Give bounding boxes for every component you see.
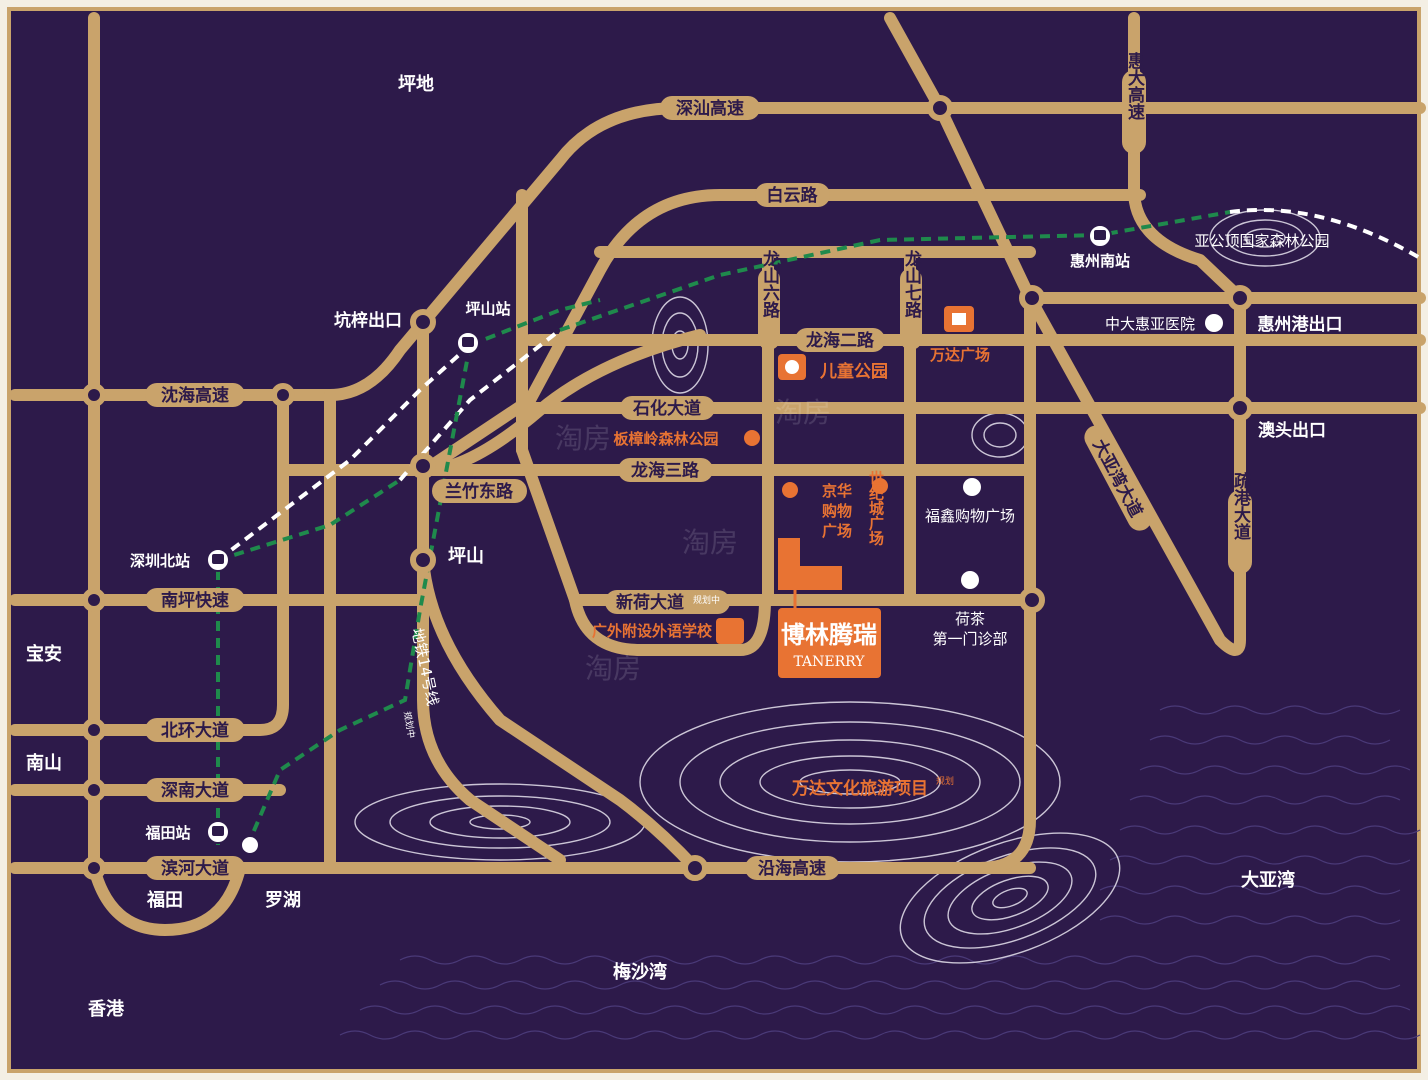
station-huizhounan: 惠州南站 bbox=[1070, 252, 1130, 270]
exit-aotou: 澳头出口 bbox=[1258, 420, 1326, 441]
project-name-en: TANERRY bbox=[793, 654, 865, 670]
road-label-huida: 惠大高速 bbox=[1124, 51, 1145, 120]
poi-banzhangling: 板樟岭森林公园 bbox=[613, 430, 718, 448]
points-of-interest: 万达广场 儿童公园 板樟岭森林公园 京华购物广场 世纪城广场 福鑫购物广场 荷茶… bbox=[592, 232, 1330, 799]
road-label-shenhai: 沈海高速 bbox=[161, 385, 229, 406]
svg-text:淘房: 淘房 bbox=[775, 396, 831, 429]
road-label-longhai3: 龙海三路 bbox=[630, 460, 700, 481]
road-label-shenshan: 深汕高速 bbox=[676, 98, 744, 119]
road-label-yanhai: 沿海高速 bbox=[758, 858, 826, 879]
place-meishawan: 梅沙湾 bbox=[613, 961, 667, 983]
road-label-baiyun: 白云路 bbox=[767, 185, 819, 206]
poi-clinic: 荷茶第一门诊部 bbox=[932, 610, 1007, 648]
place-baoan: 宝安 bbox=[26, 643, 62, 665]
poi-zhongda-hospital: 中大惠亚医院 bbox=[1105, 315, 1195, 333]
place-pingshan: 坪山 bbox=[448, 546, 484, 567]
place-names: 坪地 宝安 南山 福田 罗湖 香港 梅沙湾 大亚湾 坪山 bbox=[26, 73, 1295, 1020]
road-label-binhe: 滨河大道 bbox=[161, 858, 229, 879]
station-futian: 福田站 bbox=[144, 824, 190, 842]
sea-waves bbox=[339, 705, 1421, 1040]
place-nanshan: 南山 bbox=[26, 752, 62, 774]
svg-text:淘房: 淘房 bbox=[555, 422, 611, 455]
svg-text:淘房: 淘房 bbox=[682, 526, 738, 559]
poi-fuxin: 福鑫购物广场 bbox=[925, 507, 1015, 525]
road-label-xinhe-note: 规划中 bbox=[693, 594, 720, 606]
station-pingshan: 坪山站 bbox=[465, 300, 510, 318]
road-label-nanping: 南坪快速 bbox=[161, 590, 229, 611]
exit-huizhougang: 惠州港出口 bbox=[1258, 314, 1343, 335]
poi-wanda-plaza: 万达广场 bbox=[929, 346, 990, 364]
place-hongkong: 香港 bbox=[87, 999, 125, 1020]
road-label-longshan6: 龙山六路 bbox=[759, 249, 781, 319]
poi-jinghua: 京华购物广场 bbox=[822, 482, 852, 540]
road-label-longshan7: 龙山七路 bbox=[901, 249, 923, 319]
junctions bbox=[82, 95, 1253, 881]
exit-kengzi: 坑梓出口 bbox=[334, 310, 402, 331]
place-pingdi: 坪地 bbox=[398, 73, 434, 95]
poi-yagongding: 亚公顶国家森林公园 bbox=[1194, 232, 1329, 250]
road-label-longhai2: 龙海二路 bbox=[805, 330, 875, 351]
project-marker: 博林腾瑞 TANERRY bbox=[778, 538, 881, 678]
road-label-shennan: 深南大道 bbox=[161, 780, 229, 801]
road-label-beihuan: 北环大道 bbox=[161, 720, 229, 741]
poi-shijicheng: 世纪城广场 bbox=[867, 470, 885, 547]
rail-lines bbox=[216, 208, 1422, 845]
road-label-xinhe: 新荷大道 bbox=[616, 592, 684, 613]
road-labels: 深汕高速 白云路 沈海高速 南坪快速 北环大道 深南大道 滨河大道 沿海高速 兰… bbox=[145, 51, 1252, 880]
place-futian: 福田 bbox=[146, 889, 183, 911]
place-luohu: 罗湖 bbox=[265, 890, 301, 911]
road-label-shihua: 石化大道 bbox=[632, 398, 701, 419]
poi-waiyu-school: 广外附设外语学校 bbox=[592, 622, 713, 640]
poi-children-park: 儿童公园 bbox=[819, 361, 888, 382]
watermarks: 淘房 淘房 淘房 淘房 bbox=[555, 396, 831, 685]
station-shenzhenbei: 深圳北站 bbox=[130, 552, 190, 570]
place-dayawan: 大亚湾 bbox=[1241, 869, 1295, 891]
exit-labels: 坑梓出口 惠州港出口 澳头出口 bbox=[334, 310, 1343, 441]
poi-wanda-tourism-note: 规划 bbox=[936, 775, 954, 787]
map-background bbox=[7, 7, 1421, 1073]
road-label-shugang: 疏港大道 bbox=[1230, 471, 1251, 540]
road-label-lanzhudong: 兰竹东路 bbox=[445, 481, 514, 502]
project-name-cn: 博林腾瑞 bbox=[781, 620, 877, 649]
stations: 坪山站 深圳北站 福田站 惠州南站 bbox=[130, 224, 1130, 855]
svg-text:淘房: 淘房 bbox=[585, 652, 641, 685]
terrain-contours bbox=[354, 209, 1321, 964]
poi-wanda-tourism: 万达文化旅游项目 bbox=[791, 778, 928, 799]
